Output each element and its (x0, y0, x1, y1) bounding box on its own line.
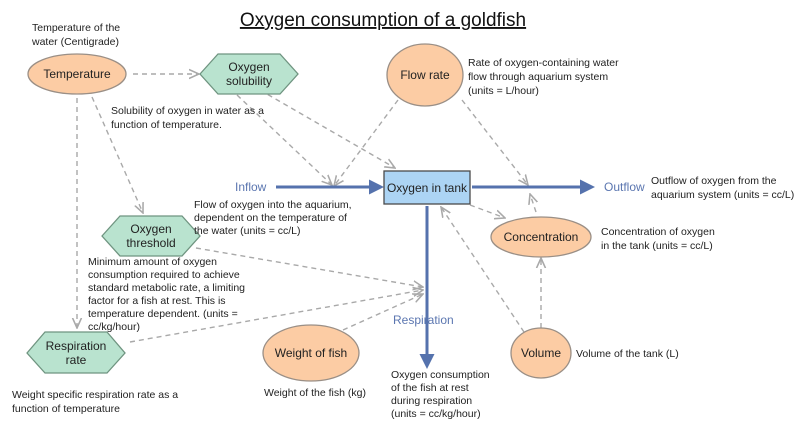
note-solubility-line2: function of temperature. (111, 119, 222, 131)
node-respiration-rate[interactable]: Respiration rate (26, 331, 126, 374)
node-concentration[interactable]: Concentration (490, 216, 592, 258)
note-volume: Volume of the tank (L) (576, 348, 679, 360)
weight-of-fish-shape (262, 324, 360, 382)
note-threshold-line4: factor for a fish at rest. This is (88, 295, 226, 307)
note-concentration: Concentration of oxygen in the tank (uni… (601, 226, 715, 252)
note-outflow-line1: Outflow of oxygen from the (651, 175, 777, 187)
note-consumption-line4: (units = cc/kg/hour) (391, 408, 481, 420)
respiration-rate-label-line1: Respiration (46, 339, 107, 353)
flow-rate-shape (386, 43, 464, 107)
node-oxygen-threshold[interactable]: Oxygen threshold (101, 215, 201, 257)
respiration-label: Respiration (393, 313, 454, 327)
diagram-title: Oxygen consumption of a goldfish (240, 10, 526, 31)
node-weight-of-fish[interactable]: Weight of fish (262, 324, 360, 382)
node-temperature[interactable]: Temperature (27, 53, 127, 95)
note-threshold-line1: Minimum amount of oxygen (88, 256, 217, 268)
note-threshold-line3: standard metabolic rate, a limiting (88, 282, 245, 294)
note-solubility: Solubility of oxygen in water as a funct… (111, 105, 264, 131)
oxygen-solubility-label-line2: solubility (226, 74, 272, 88)
link-flowrate-outflow (461, 99, 528, 185)
oxygen-solubility-label-line1: Oxygen (228, 60, 269, 74)
note-flow-rate: Rate of oxygen-containing water flow thr… (468, 57, 619, 97)
note-outflow-line2: aquarium system (units = cc/L) (651, 189, 794, 201)
note-concentration-line2: in the tank (units = cc/L) (601, 240, 713, 252)
link-weight-respiration (342, 294, 423, 331)
influence-links (77, 74, 541, 343)
inflow-label: Inflow (235, 180, 267, 194)
note-inflow: Flow of oxygen into the aquarium, depend… (194, 199, 352, 237)
link-threshold-respiration (195, 247, 423, 287)
note-consumption-line2: of the fish at rest (391, 382, 469, 394)
oxygen-threshold-label-line1: Oxygen (130, 222, 171, 236)
note-temperature-line2: water (Centigrade) (31, 36, 119, 48)
link-concentration-outflow (530, 194, 536, 213)
note-consumption-line1: Oxygen consumption (391, 369, 490, 381)
note-threshold-line5: temperature dependent. (units = (88, 308, 238, 320)
link-temperature-threshold (91, 96, 143, 213)
note-inflow-line2: dependent on the temperature of (194, 212, 347, 224)
link-respiration-rate-respiration (129, 290, 423, 343)
note-weight: Weight of the fish (kg) (264, 387, 366, 399)
note-solubility-line1: Solubility of oxygen in water as a (111, 105, 264, 117)
note-inflow-line3: the water (units = cc/L) (194, 225, 301, 237)
concentration-label: Concentration (504, 230, 579, 244)
note-flow-rate-line3: (units = L/hour) (468, 85, 539, 97)
note-respiration-rate-line2: function of temperature (12, 403, 120, 415)
note-concentration-line1: Concentration of oxygen (601, 226, 715, 238)
note-inflow-line1: Flow of oxygen into the aquarium, (194, 199, 352, 211)
concentration-shape (490, 216, 592, 258)
volume-label: Volume (521, 346, 561, 360)
outflow-label: Outflow (604, 180, 645, 194)
note-threshold-line2: consumption required to achieve (88, 269, 240, 281)
oxygen-threshold-shape (101, 215, 201, 257)
link-solubility-inflow (236, 94, 332, 185)
note-respiration-rate-line1: Weight specific respiration rate as a (12, 389, 178, 401)
respiration-rate-label-line2: rate (66, 353, 87, 367)
stock-box (383, 170, 471, 205)
note-flow-rate-line1: Rate of oxygen-containing water (468, 57, 619, 69)
volume-shape (510, 327, 572, 379)
node-oxygen-solubility[interactable]: Oxygen solubility (199, 53, 299, 95)
note-temperature: Temperature of the water (Centigrade) (31, 22, 120, 48)
link-solubility-tank (259, 89, 395, 168)
temperature-label: Temperature (43, 67, 111, 81)
stock-label: Oxygen in tank (387, 181, 468, 195)
respiration-rate-shape (26, 331, 126, 374)
link-tank-concentration (469, 204, 505, 218)
oxygen-solubility-shape (199, 53, 299, 95)
note-consumption: Oxygen consumption of the fish at rest d… (391, 369, 490, 420)
flows (276, 179, 595, 369)
note-flow-rate-line2: flow through aquarium system (468, 71, 608, 83)
oxygen-threshold-label-line2: threshold (126, 236, 175, 250)
note-threshold: Minimum amount of oxygen consumption req… (88, 256, 245, 333)
node-volume[interactable]: Volume (510, 327, 572, 379)
note-outflow: Outflow of oxygen from the aquarium syst… (651, 175, 794, 201)
note-threshold-line6: cc/kg/hour) (88, 321, 140, 333)
weight-of-fish-label: Weight of fish (275, 346, 347, 360)
node-flow-rate[interactable]: Flow rate (386, 43, 464, 107)
note-temperature-line1: Temperature of the (32, 22, 120, 34)
temperature-shape (27, 53, 127, 95)
note-respiration-rate: Weight specific respiration rate as a fu… (12, 389, 178, 415)
link-volume-tank (441, 207, 525, 333)
note-consumption-line3: during respiration (391, 395, 472, 407)
stock-oxygen-in-tank[interactable]: Oxygen in tank (383, 170, 471, 205)
flow-rate-label: Flow rate (400, 68, 450, 82)
